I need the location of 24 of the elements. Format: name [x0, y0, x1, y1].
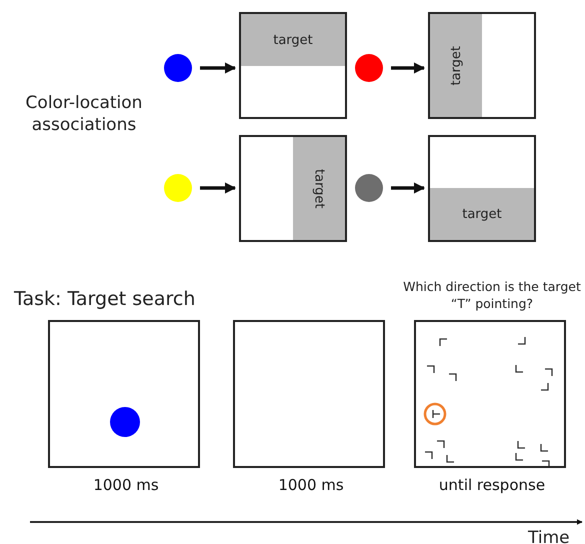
duration-label: 1000 ms — [92, 476, 160, 494]
label-text: Color-location associations — [24, 92, 144, 136]
arrow — [200, 62, 236, 74]
location-frame — [239, 135, 347, 242]
location-frame — [428, 12, 536, 119]
color-cue-circle — [164, 54, 192, 82]
color-cue-circle — [355, 174, 383, 202]
target-label: target — [448, 46, 464, 86]
arrow — [200, 182, 236, 194]
target-label: target — [312, 168, 326, 208]
location-frame — [239, 12, 347, 119]
duration-label: 1000 ms — [277, 476, 345, 494]
question-text: Which direction is the target “T” pointing? — [402, 278, 582, 312]
duration-label: until response — [438, 476, 546, 494]
section-heading: Task: Target search — [14, 288, 196, 310]
target-label: target — [273, 32, 313, 48]
arrow — [391, 182, 426, 194]
target-label: target — [462, 206, 502, 222]
axis-label: Time — [528, 528, 571, 544]
arrow — [391, 62, 426, 74]
location-frame — [428, 135, 536, 242]
color-cue-circle — [355, 54, 383, 82]
color-cue-circle — [164, 174, 192, 202]
color-cue-circle — [110, 407, 140, 437]
